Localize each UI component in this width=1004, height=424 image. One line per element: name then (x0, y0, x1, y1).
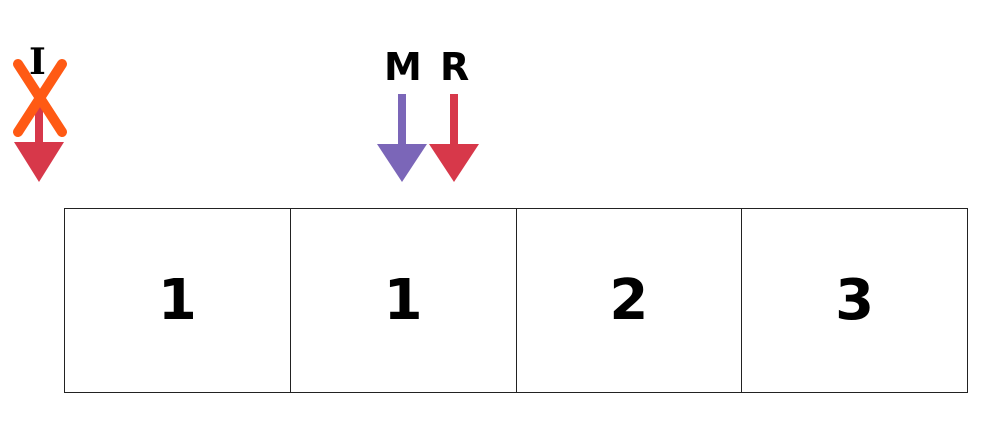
cross-out-icon (13, 59, 67, 137)
pointer-i-arrow-icon (14, 100, 64, 182)
array-cell: 3 (835, 268, 875, 333)
pointer-r-label: R (440, 45, 470, 89)
array-cell: 1 (291, 209, 517, 392)
pointer-m-arrow-icon (377, 94, 427, 182)
array: 1 1 2 3 (64, 208, 968, 393)
pointer-i-label: I (29, 41, 46, 83)
pointer-r-arrow-icon (429, 94, 479, 182)
pointer-m-label: M (384, 45, 422, 89)
array-cell: 1 (65, 209, 291, 392)
array-cell: 2 (517, 209, 743, 392)
